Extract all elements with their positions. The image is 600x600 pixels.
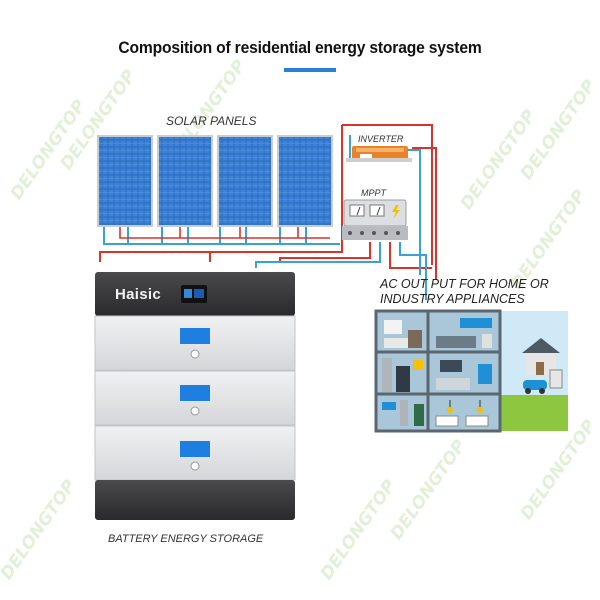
mppt-controller bbox=[342, 199, 408, 240]
mppt-label: MPPT bbox=[361, 188, 387, 198]
solar-panel bbox=[97, 135, 153, 227]
solar-panels-label: SOLAR PANELS bbox=[166, 114, 257, 128]
solar-panel bbox=[277, 135, 333, 227]
page-title: Composition of residential energy storag… bbox=[118, 38, 482, 57]
solar-panel bbox=[157, 135, 213, 227]
inverter-device bbox=[346, 146, 412, 162]
battery-stack bbox=[94, 272, 296, 520]
ac-output-label-line2: INDUSTRY APPLIANCES bbox=[380, 292, 525, 306]
brand-logo: Haisic bbox=[115, 286, 161, 303]
ac-output-label-line1: AC OUT PUT FOR HOME OR bbox=[380, 277, 549, 291]
battery-label: BATTERY ENERGY STORAGE bbox=[108, 533, 264, 545]
inverter-label: INVERTER bbox=[358, 134, 404, 144]
title-underline bbox=[284, 68, 336, 72]
wiring bbox=[99, 124, 437, 300]
solar-panel bbox=[217, 135, 273, 227]
house-illustration bbox=[374, 309, 568, 433]
